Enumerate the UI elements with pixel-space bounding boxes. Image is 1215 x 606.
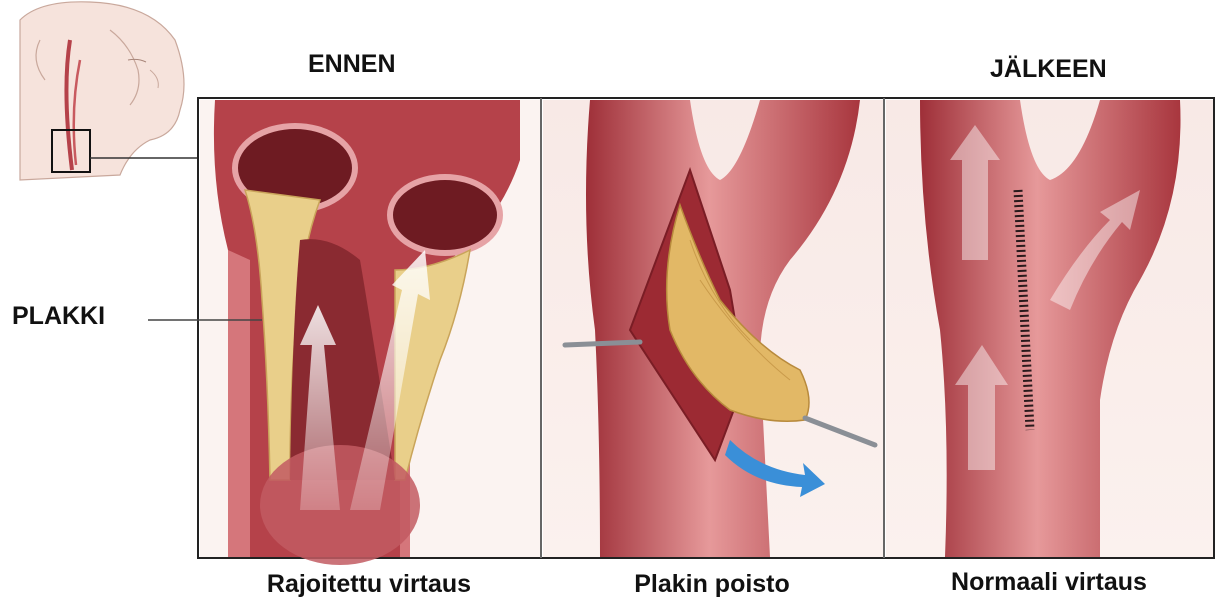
title-before: ENNEN <box>308 50 396 79</box>
head-illustration <box>20 2 198 180</box>
retractor-left <box>565 342 640 345</box>
caption-restricted-flow: Rajoitettu virtaus <box>198 570 540 599</box>
panel-normal-flow <box>886 100 1213 557</box>
caption-normal-flow: Normaali virtaus <box>884 568 1214 597</box>
plaque-label: PLAKKI <box>12 302 105 331</box>
title-after: JÄLKEEN <box>990 55 1107 84</box>
panel-restricted-flow <box>148 100 540 565</box>
panel-plaque-removal <box>543 100 883 557</box>
caption-plaque-removal: Plakin poisto <box>542 570 882 599</box>
